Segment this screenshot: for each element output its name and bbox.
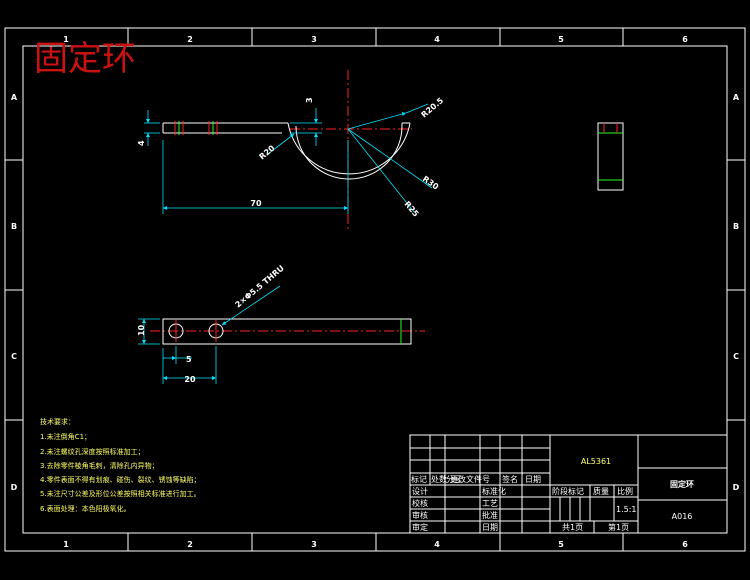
weight-label: 质量 bbox=[593, 486, 609, 496]
zone-dividers bbox=[5, 28, 745, 551]
title-block bbox=[409, 434, 728, 534]
sign-role: 校核 bbox=[412, 498, 428, 508]
dim-r20: R20 bbox=[258, 143, 277, 161]
col-header: 更改文件号 bbox=[450, 474, 490, 484]
zone-col-label: 5 bbox=[558, 540, 564, 549]
zone-row-label: B bbox=[11, 222, 17, 231]
material: A016 bbox=[672, 512, 693, 521]
zone-row-label: A bbox=[11, 93, 18, 102]
col-header: 分区 bbox=[446, 475, 462, 484]
scale-label: 比例 bbox=[617, 486, 633, 496]
sign-role: 批准 bbox=[482, 510, 498, 520]
zone-row-label: D bbox=[733, 483, 740, 492]
dim-3: 3 bbox=[305, 97, 314, 103]
dim-70: 70 bbox=[250, 199, 262, 208]
title-overlay: 固定环 bbox=[34, 39, 136, 79]
sign-role: 标准化 bbox=[482, 486, 506, 496]
zone-col-label: 1 bbox=[63, 35, 69, 44]
technical-notes: 技术要求： 1.未注倒角C1； 2.未注螺纹孔深度按照标准加工； 3.去除零件棱… bbox=[40, 417, 201, 513]
zone-col-label: 5 bbox=[558, 35, 564, 44]
zone-row-label: A bbox=[733, 93, 740, 102]
sign-role: 审定 bbox=[412, 522, 428, 532]
stage-label: 阶段标记 bbox=[552, 486, 584, 496]
col-header: 签名 bbox=[502, 474, 518, 484]
zone-col-label: 1 bbox=[63, 540, 69, 549]
zone-col-label: 6 bbox=[682, 35, 688, 44]
dim-r30: R30 bbox=[421, 174, 441, 192]
dim-5: 5 bbox=[186, 355, 192, 364]
sign-role: 日期 bbox=[482, 523, 498, 532]
zone-col-label: 2 bbox=[187, 35, 193, 44]
sheets-total: 共1页 bbox=[562, 523, 583, 532]
notes-item: 6.表面处理：本色阳极氧化。 bbox=[40, 504, 131, 513]
zone-col-label: 4 bbox=[434, 540, 440, 549]
sign-role: 审核 bbox=[412, 510, 428, 520]
top-view: 10 5 20 2×Φ5.5 THRU bbox=[137, 264, 425, 384]
dim-4: 4 bbox=[137, 140, 146, 146]
zone-row-label: C bbox=[11, 352, 17, 361]
col-header: 标记 bbox=[411, 474, 427, 484]
zone-col-label: 3 bbox=[311, 540, 317, 549]
notes-item: 3.去除零件棱角毛刺，清除孔内异物； bbox=[40, 461, 159, 470]
dim-hole-callout: 2×Φ5.5 THRU bbox=[234, 264, 286, 310]
dim-20: 20 bbox=[184, 375, 196, 384]
notes-heading: 技术要求： bbox=[40, 417, 75, 426]
inner-border bbox=[22, 45, 728, 534]
notes-item: 5.未注尺寸公差及形位公差按照相关标准进行加工。 bbox=[40, 489, 201, 498]
col-header: 处数 bbox=[431, 474, 447, 484]
drawing-number: AL5361 bbox=[581, 457, 611, 466]
zone-col-label: 6 bbox=[682, 540, 688, 549]
front-view: 70 4 3 R20.5 R30 R25 R20 bbox=[137, 70, 445, 230]
dim-r20-5: R20.5 bbox=[420, 96, 446, 120]
zone-col-label: 4 bbox=[434, 35, 440, 44]
notes-item: 2.未注螺纹孔深度按照标准加工； bbox=[40, 447, 145, 456]
dim-10: 10 bbox=[137, 324, 146, 336]
zone-row-label: C bbox=[733, 352, 739, 361]
zone-row-label: B bbox=[733, 222, 739, 231]
notes-item: 1.未注倒角C1； bbox=[40, 432, 91, 441]
zone-col-label: 2 bbox=[187, 540, 193, 549]
col-header: 日期 bbox=[525, 475, 541, 484]
sign-role: 工艺 bbox=[482, 499, 498, 508]
scale-value: 1.5:1 bbox=[616, 505, 637, 514]
sign-role: 设计 bbox=[412, 486, 428, 496]
zone-row-label: D bbox=[11, 483, 18, 492]
part-name: 固定环 bbox=[670, 479, 694, 489]
dim-r25: R25 bbox=[402, 200, 420, 219]
notes-item: 4.零件表面不得有划痕、碰伤、裂纹、锈蚀等缺陷； bbox=[40, 475, 201, 484]
outer-border bbox=[4, 27, 746, 552]
side-view bbox=[597, 122, 624, 191]
sheet-current: 第1页 bbox=[608, 522, 629, 532]
zone-col-label: 3 bbox=[311, 35, 317, 44]
